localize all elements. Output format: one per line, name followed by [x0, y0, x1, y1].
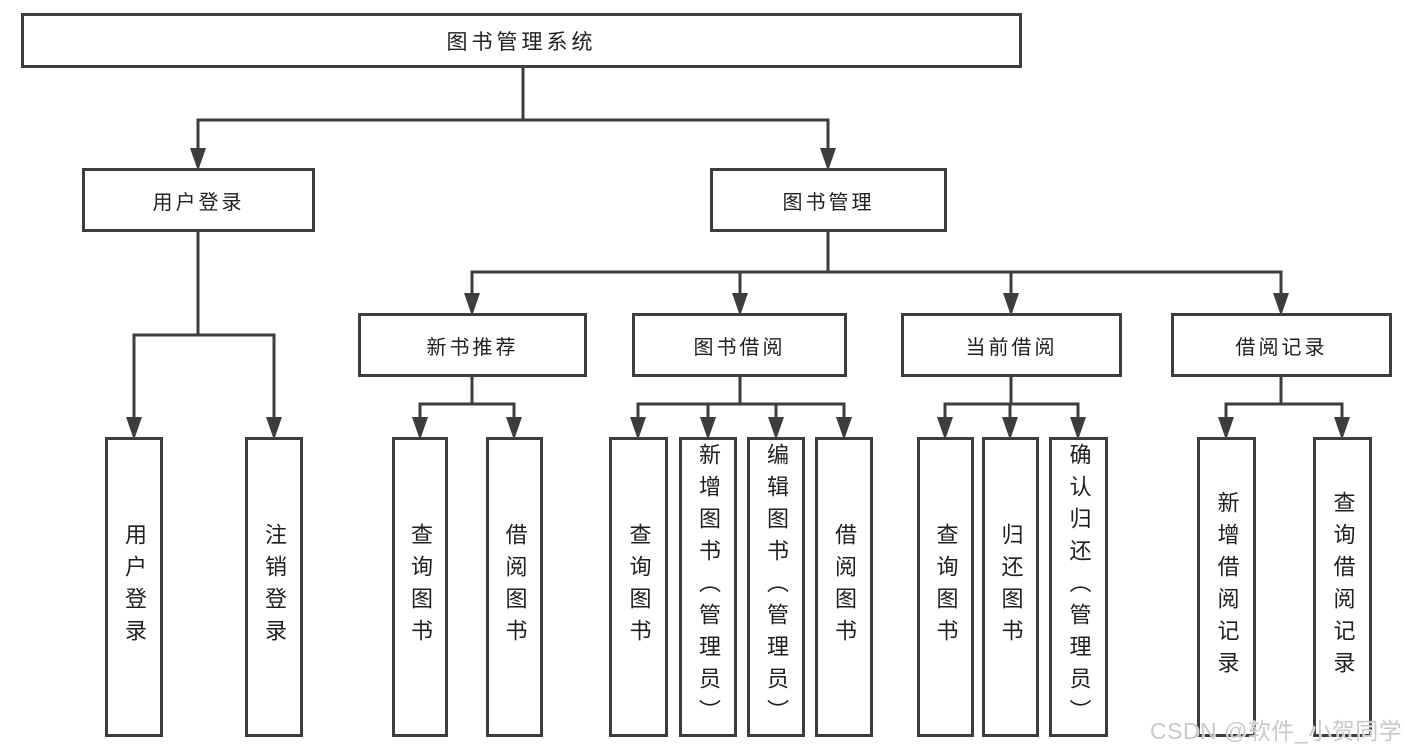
- leaf-cb-query-books-label: 查询图书: [933, 523, 959, 651]
- leaf-cb-confirm-return-admin-label: 确认归还（管理员）: [1066, 443, 1092, 731]
- leaf-cb-return-books-label: 归还图书: [998, 523, 1024, 651]
- node-root: 图书管理系统: [21, 13, 1022, 68]
- leaf-nb-query-books: 查询图书: [392, 437, 448, 737]
- leaf-bb-query-books: 查询图书: [609, 437, 668, 737]
- leaf-cb-return-books: 归还图书: [982, 437, 1039, 737]
- leaf-bb-add-books-admin: 新增图书（管理员）: [679, 437, 737, 737]
- leaf-cb-query-books: 查询图书: [917, 437, 974, 737]
- node-book-management-label: 图书管理: [782, 191, 875, 214]
- leaf-logout: 注销登录: [245, 437, 303, 737]
- node-new-book-recommend-label: 新书推荐: [426, 336, 519, 359]
- node-book-borrow: 图书借阅: [632, 313, 847, 377]
- leaf-br-query-record: 查询借阅记录: [1313, 437, 1372, 737]
- leaf-cb-confirm-return-admin: 确认归还（管理员）: [1049, 437, 1108, 737]
- node-current-borrow-label: 当前借阅: [965, 336, 1058, 359]
- node-root-label: 图书管理系统: [446, 30, 597, 54]
- watermark: CSDN @软件_小贺同学: [1150, 718, 1403, 744]
- leaf-bb-add-books-admin-label: 新增图书（管理员）: [696, 443, 721, 731]
- leaf-bb-edit-books-admin-label: 编辑图书（管理员）: [764, 443, 789, 731]
- node-user-login: 用户登录: [82, 168, 315, 232]
- leaf-bb-borrow-books-label: 借阅图书: [832, 523, 857, 651]
- leaf-nb-borrow-books: 借阅图书: [486, 437, 543, 737]
- node-new-book-recommend: 新书推荐: [358, 313, 587, 377]
- node-current-borrow: 当前借阅: [901, 313, 1122, 377]
- leaf-br-query-record-label: 查询借阅记录: [1330, 491, 1356, 683]
- leaf-user-login-label: 用户登录: [122, 523, 147, 651]
- leaf-br-add-record-label: 新增借阅记录: [1214, 491, 1240, 683]
- node-book-management: 图书管理: [710, 168, 947, 232]
- leaf-user-login: 用户登录: [105, 437, 163, 737]
- leaf-br-add-record: 新增借阅记录: [1197, 437, 1256, 737]
- leaf-nb-query-books-label: 查询图书: [408, 523, 433, 651]
- node-user-login-label: 用户登录: [152, 191, 245, 214]
- leaf-logout-label: 注销登录: [262, 523, 287, 651]
- node-book-borrow-label: 图书借阅: [693, 336, 786, 359]
- node-borrow-records: 借阅记录: [1171, 313, 1392, 377]
- leaf-bb-borrow-books: 借阅图书: [815, 437, 873, 737]
- leaf-bb-query-books-label: 查询图书: [626, 523, 652, 651]
- leaf-nb-borrow-books-label: 借阅图书: [502, 523, 528, 651]
- leaf-bb-edit-books-admin: 编辑图书（管理员）: [747, 437, 805, 737]
- node-borrow-records-label: 借阅记录: [1235, 336, 1328, 359]
